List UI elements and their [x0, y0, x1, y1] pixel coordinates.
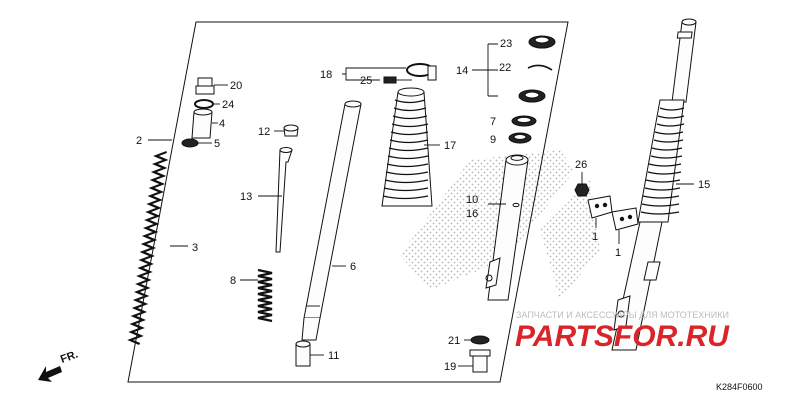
label-19: 19	[444, 361, 456, 373]
part-11-piece	[295, 340, 324, 367]
label-1a: 1	[592, 231, 598, 243]
part-6-inner-tube	[301, 100, 362, 341]
part-15-fork-assembly	[611, 18, 697, 351]
part-19-bolt	[458, 349, 491, 373]
fr-label: FR.	[59, 348, 80, 365]
label-16: 16	[466, 208, 478, 220]
front-direction-arrow: FR.	[38, 348, 80, 382]
background-logo	[400, 150, 600, 300]
label-10: 10	[466, 194, 478, 206]
bracket-14-23	[472, 43, 498, 97]
label-25: 25	[360, 75, 372, 87]
label-13: 13	[240, 191, 252, 203]
part-14-seal	[518, 89, 546, 103]
label-5: 5	[214, 138, 220, 150]
label-12: 12	[258, 126, 270, 138]
label-6: 6	[350, 261, 356, 273]
diagram-code: K284F0600	[716, 382, 763, 392]
part-23-dust-seal	[528, 35, 556, 49]
part-17-boot	[381, 87, 440, 207]
part-8-rebound-spring	[240, 268, 273, 323]
label-26: 26	[575, 159, 587, 171]
label-7: 7	[490, 116, 496, 128]
part-20-cap-bolt	[195, 77, 228, 95]
label-2: 2	[136, 135, 142, 147]
label-8: 8	[230, 275, 236, 287]
watermark: ЗАПЧАСТИ И АКСЕССУАРЫ ДЛЯ МОТОТЕХНИКИ PA…	[515, 310, 730, 353]
part-1-bracket-a	[587, 195, 613, 228]
label-11: 11	[328, 350, 339, 362]
label-18: 18	[320, 69, 332, 81]
part-9-oil-seal	[508, 132, 532, 144]
part-25-screw	[383, 76, 412, 84]
label-4: 4	[219, 118, 225, 130]
label-17: 17	[444, 140, 456, 152]
label-1b: 1	[615, 247, 621, 259]
watermark-brand: PARTSFOR.RU	[515, 320, 730, 353]
part-13-rod	[258, 147, 293, 253]
label-3: 3	[192, 242, 198, 254]
part-26-bolt	[574, 172, 590, 197]
part-12-cap	[274, 124, 299, 137]
part-number-labels: 20 24 4 5 2 3 12 13 8 6 11 18 25 17 23 2…	[136, 38, 710, 373]
part-4-spacer	[191, 108, 218, 139]
watermark-tagline: ЗАПЧАСТИ И АКСЕССУАРЫ ДЛЯ МОТОТЕХНИКИ	[516, 310, 729, 320]
part-24-oring	[194, 99, 220, 109]
part-10-outer-tube	[485, 154, 529, 301]
part-21-washer	[464, 335, 490, 345]
part-7-washer	[511, 115, 537, 127]
part-5-seat	[181, 138, 212, 148]
label-22: 22	[499, 62, 511, 74]
part-3-spring	[127, 150, 188, 346]
part-22-clip	[527, 64, 553, 71]
part-18-clamp	[406, 63, 437, 81]
label-23: 23	[500, 38, 512, 50]
label-20: 20	[230, 80, 242, 92]
part-1-bracket-b	[611, 207, 639, 244]
label-9: 9	[490, 134, 496, 146]
label-15: 15	[698, 179, 710, 191]
label-14: 14	[456, 65, 468, 77]
label-24: 24	[222, 99, 234, 111]
bracket-18-25	[342, 67, 406, 81]
label-21: 21	[448, 335, 460, 347]
assembly-frame	[127, 21, 569, 383]
